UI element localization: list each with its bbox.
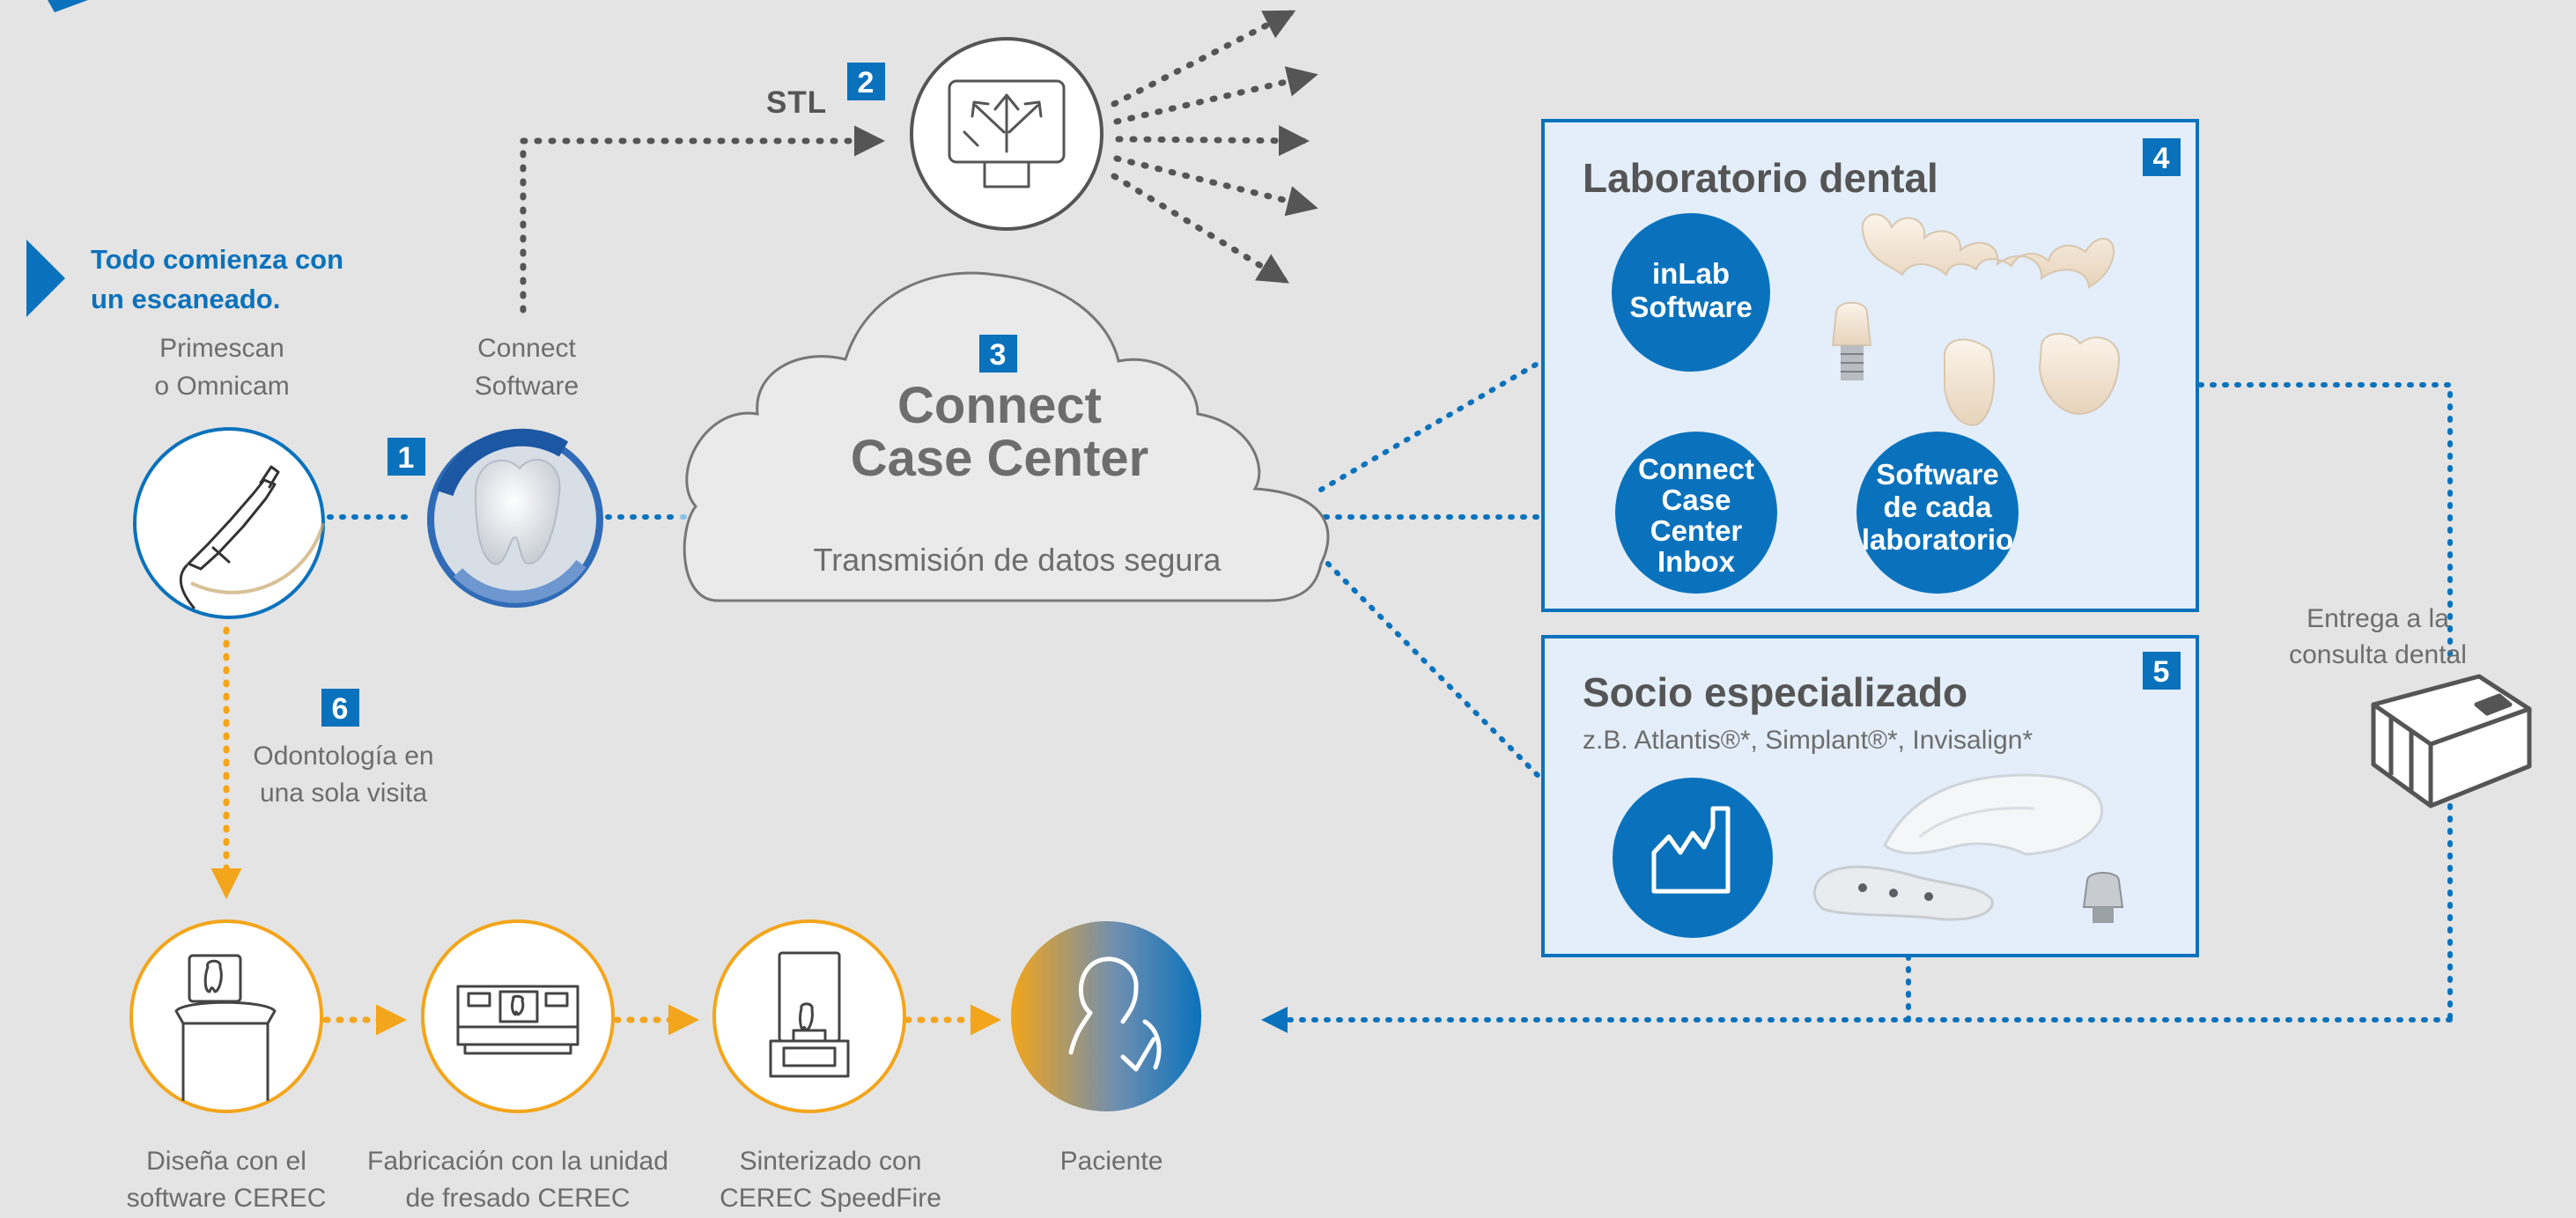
inlab-software-node: inLab Software: [1612, 213, 1770, 372]
bridge-restoration-image: [1861, 213, 2115, 289]
lab-software-node: Software de cada laboratorio: [1856, 432, 2019, 594]
svg-text:Software: Software: [1629, 291, 1752, 323]
badge-2: 2: [847, 63, 885, 100]
scanner-node: [133, 427, 325, 619]
milling-label-line-1: Fabricación con la unidad: [367, 1147, 668, 1176]
implant-abutment-image: [1831, 301, 1872, 380]
badge-4: 4: [2143, 138, 2181, 176]
sinter-furnace-node: [712, 919, 906, 1113]
cloud-title-line-2: Case Center: [851, 430, 1148, 487]
partner-subtitle: z.B. Atlantis®*, Simplant®*, Invisalign*: [1583, 726, 2033, 755]
connect-software-node: [427, 428, 603, 608]
design-unit-node: [129, 919, 323, 1113]
delivery-label-line-2: consulta dental: [2289, 640, 2467, 669]
scanner-label-line-1: Primescan: [159, 334, 284, 363]
chairside-label-line-2: una sola visita: [260, 779, 427, 808]
delivery-label-line-1: Entrega a la: [2307, 604, 2449, 633]
badge-5: 5: [2143, 652, 2181, 690]
surgical-guide-image: [1812, 865, 1994, 921]
tooth-logo-icon: [474, 459, 561, 565]
monitor-arrows-icon: [948, 79, 1066, 188]
svg-text:1: 1: [398, 441, 415, 475]
svg-text:4: 4: [2153, 142, 2170, 175]
stl-monitor-node: [910, 37, 1103, 231]
badge-1: 1: [388, 438, 425, 476]
aligner-image: [1883, 773, 2104, 856]
svg-text:de cada: de cada: [1884, 491, 1993, 523]
cloud-title-line-1: Connect: [897, 377, 1102, 434]
design-unit-icon: [174, 954, 277, 1101]
connect-label-line-1: Connect: [477, 334, 576, 363]
badge-6: 6: [321, 689, 359, 727]
design-label-line-2: software CEREC: [127, 1184, 327, 1213]
intro-line-1: Todo comienza con: [91, 244, 343, 275]
intro-corner-arrow: [48, 0, 88, 12]
case-center-cloud: [683, 271, 1330, 602]
inbox-node: Connect Case Center Inbox: [1615, 432, 1777, 594]
svg-text:5: 5: [2153, 655, 2170, 689]
factory-icon: [1651, 806, 1731, 894]
intro-line-2: un escaneado.: [91, 284, 280, 314]
sinter-label-line-2: CEREC SpeedFire: [720, 1184, 941, 1213]
milling-label-line-2: de fresado CEREC: [405, 1184, 630, 1213]
svg-text:inLab: inLab: [1652, 257, 1730, 290]
badge-3: 3: [979, 335, 1017, 373]
package-box-icon: [2371, 674, 2532, 808]
lab-title: Laboratorio dental: [1583, 155, 1938, 201]
patient-check-icon: [1068, 956, 1162, 1072]
custom-abutment-image: [2082, 872, 2124, 923]
svg-text:2: 2: [858, 66, 875, 100]
svg-text:3: 3: [990, 338, 1007, 372]
cloud-subtitle: Transmisión de datos segura: [814, 542, 1222, 578]
intraoral-scanner-icon: [179, 465, 280, 609]
milling-unit-icon: [456, 985, 579, 1055]
single-crown-image: [1943, 338, 1996, 426]
svg-text:Center: Center: [1650, 514, 1743, 547]
scanner-label-line-2: o Omnicam: [154, 372, 289, 401]
patient-node: [1011, 921, 1201, 1111]
svg-text:Case: Case: [1662, 484, 1731, 516]
connector-connect-to-stl: [520, 125, 885, 314]
sinter-label-line-1: Sinterizado con: [740, 1147, 922, 1176]
svg-text:Software: Software: [1876, 458, 1998, 491]
molar-crown-image: [2038, 332, 2121, 416]
sinter-furnace-icon: [769, 951, 850, 1078]
connector-lab-to-delivery: [2197, 382, 2453, 668]
svg-text:Connect: Connect: [1638, 453, 1754, 485]
patient-label: Paciente: [1060, 1147, 1163, 1176]
stl-fanout-arrows: [1111, 10, 1318, 284]
chairside-label-line-1: Odontología en: [253, 742, 433, 771]
design-label-line-1: Diseña con el: [146, 1147, 306, 1176]
connect-label-line-2: Software: [475, 372, 579, 401]
partner-title: Socio especializado: [1583, 669, 1967, 715]
svg-text:Inbox: Inbox: [1657, 545, 1736, 578]
stl-label: STL: [766, 85, 827, 120]
svg-text:6: 6: [332, 692, 349, 726]
svg-text:laboratorio: laboratorio: [1862, 523, 2013, 556]
intro-play-icon: [26, 240, 65, 317]
milling-unit-node: [421, 919, 615, 1113]
partner-factory-node: [1613, 778, 1773, 938]
